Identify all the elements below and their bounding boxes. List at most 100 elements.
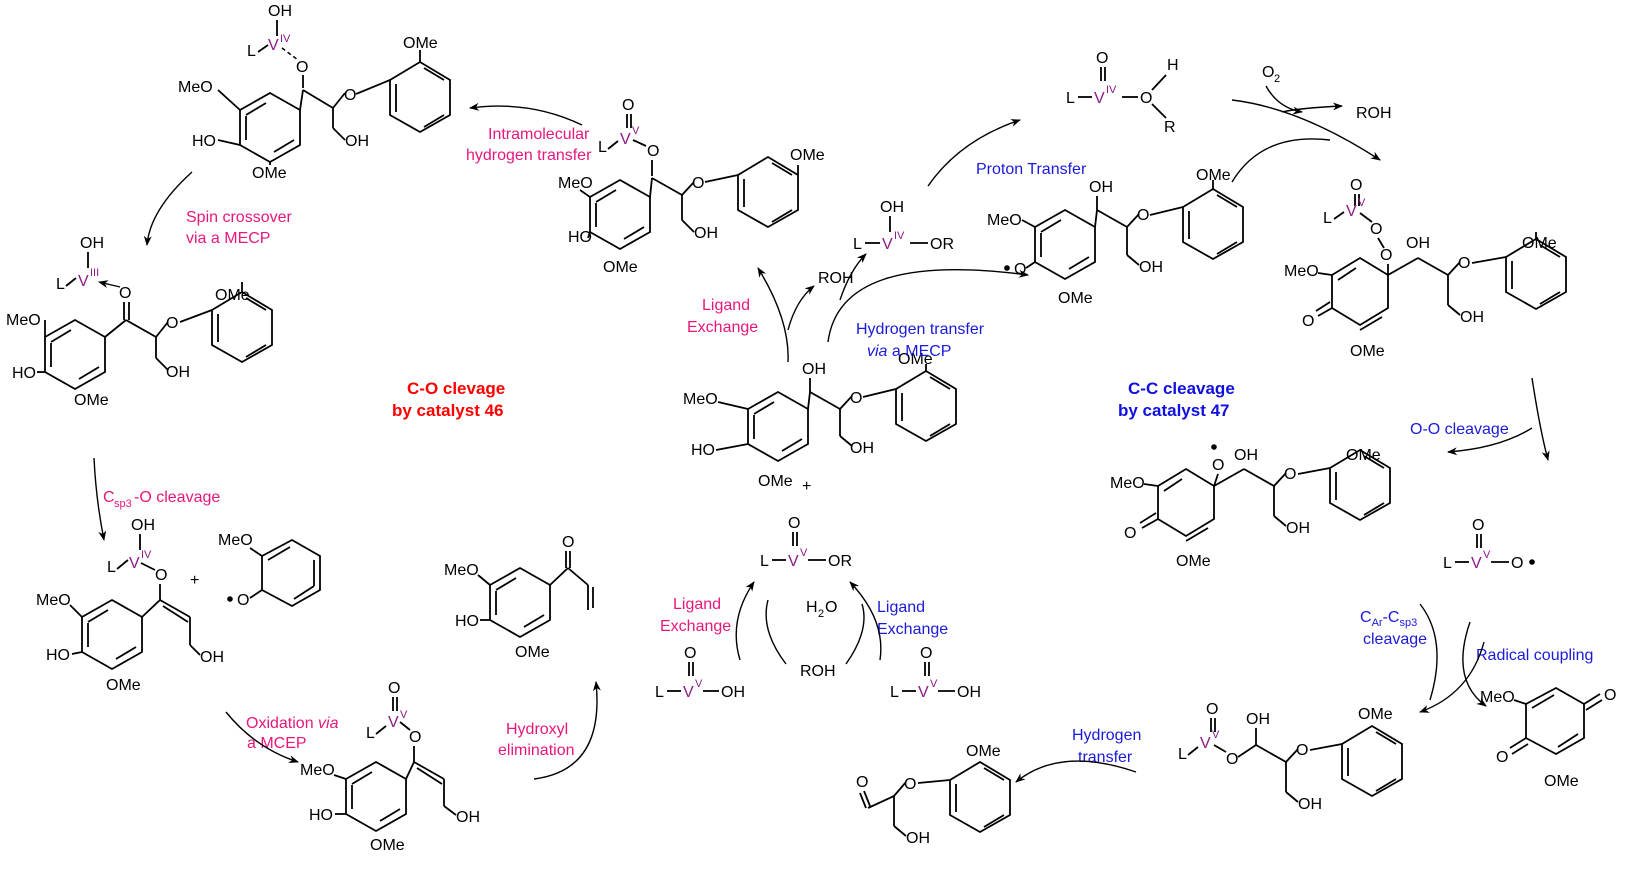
svg-text:O: O [684,645,696,662]
co-cleavage-catalyst: by catalyst 46 [392,401,504,420]
svg-text:OH: OH [1139,259,1163,276]
svg-text:O: O [1284,466,1296,483]
svg-text:O: O [920,645,932,662]
arrow-ligand-exchange-top [757,267,789,363]
svg-text:O: O [1014,261,1026,278]
svg-text:OMe: OMe [1058,290,1093,307]
structure-top-left: OH L V IV O O OH OMe MeO HO OMe [178,3,451,182]
svg-text:MeO: MeO [987,212,1022,229]
svg-text:O: O [1096,50,1108,67]
svg-text:O: O [1296,742,1308,759]
arrow-hydroxyl-elimination [533,681,601,780]
svg-text:L: L [366,725,375,742]
arrow-cycle-right [849,581,882,661]
svg-text:IV: IV [894,230,905,242]
svg-text:O: O [788,515,800,532]
svg-text:L: L [655,684,664,701]
svg-text:MeO: MeO [444,562,479,579]
arrow-roh-out [787,285,815,331]
svg-text:HO: HO [691,442,715,459]
arrow-spin-crossover [143,171,193,246]
step-label-car-csp3-cleavage: CAr-Csp3 cleavage [1360,609,1427,648]
svg-text:OH: OH [80,235,104,252]
svg-text:OH: OH [268,3,292,20]
step-label-oxidation: Oxidation via a MCEP [246,715,339,752]
svg-text:MeO: MeO [36,592,71,609]
svg-text:O: O [1350,177,1362,194]
svg-text:L: L [598,139,607,156]
svg-text:OMe: OMe [403,35,438,52]
svg-text:O: O [1140,90,1152,107]
reaction-arrows [93,85,1550,783]
svg-text:OMe: OMe [1346,447,1381,464]
svg-text:OR: OR [828,553,852,570]
arrow-radical-join [1231,138,1331,183]
structure-peroxo-dienone: O L V V O O O OH O OH OMe MeO OMe [1284,177,1567,360]
svg-text:R: R [1164,119,1176,136]
svg-text:elimination: elimination [498,742,574,759]
svg-text:L: L [247,43,256,60]
svg-text:O: O [296,59,308,76]
svg-text:O: O [1206,701,1218,718]
svg-text:MeO: MeO [6,312,41,329]
step-label-hydroxyl-elimination: Hydroxyl elimination [498,721,574,759]
svg-text:V: V [1200,735,1211,752]
step-label-ligand-exchange-blue: Ligand Exchange [877,599,948,638]
svg-text:a MCEP: a MCEP [247,735,307,752]
svg-text:ROH: ROH [1356,105,1392,122]
svg-text:HO: HO [455,613,479,630]
svg-text:MeO: MeO [683,391,718,408]
svg-text:Exchange: Exchange [660,618,731,635]
svg-text:L: L [890,684,899,701]
svg-text:V: V [129,555,140,572]
svg-text:O: O [1496,749,1508,766]
arrow-intramolecular [469,102,583,126]
catalyst-L-VV-OR: O L V V OR [760,515,852,570]
structure-vV-alkoxide: O L V V O O OH OMe MeO HO OMe [558,97,825,276]
step-label-ligand-exchange-pink: Ligand Exchange [660,596,731,635]
svg-text:O: O [1511,555,1523,572]
svg-text:OH: OH [1246,711,1270,728]
svg-text:O: O [166,315,178,332]
svg-text:cleavage: cleavage [1363,631,1427,648]
svg-text:IV: IV [280,33,291,45]
svg-text:Hydrogen: Hydrogen [1072,727,1141,744]
svg-text:O: O [1604,687,1616,704]
svg-text:Intramolecular: Intramolecular [488,126,590,143]
svg-text:V: V [620,131,631,148]
cc-cleavage-title: C-C cleavage [1128,379,1235,398]
svg-text:OMe: OMe [898,351,933,368]
step-label-csp3-o-cleavage: C sp3 -O cleavage [103,489,220,510]
guaiacol-radical: MeO O [218,532,321,609]
arrow-to-hemiacetal [1419,641,1485,713]
svg-text:OR: OR [930,236,954,253]
svg-text:Hydrogen transfer: Hydrogen transfer [856,321,985,338]
svg-text:OMe: OMe [74,392,109,409]
svg-text:OMe: OMe [758,473,793,490]
svg-text:OMe: OMe [603,259,638,276]
svg-text:OH: OH [1406,235,1430,252]
arrow-oo-branch [1447,427,1533,456]
svg-text:hydrogen transfer: hydrogen transfer [466,147,592,164]
structure-aldehyde-product: O O OH OMe [856,743,1011,847]
svg-text:OH: OH [721,684,745,701]
svg-text:HO: HO [12,365,36,382]
svg-text:L: L [1178,746,1187,763]
svg-text:IV: IV [141,549,152,561]
structure-vV-hemiacetal: O L V V O OH O OH OMe [1178,701,1403,813]
svg-text:O: O [647,143,659,160]
catalyst-L-VV-oxyl: O L V V O [1443,517,1535,572]
svg-text:MeO: MeO [218,532,253,549]
svg-text:L: L [1066,90,1075,107]
svg-text:O: O [904,776,916,793]
catalyst-L-VV-OH-left: O L V V OH [655,645,745,701]
svg-text:OH: OH [456,809,480,826]
svg-text:MeO: MeO [1110,475,1145,492]
structure-enone-product: O MeO HO OMe [444,534,594,661]
arrow-o2-in [1265,85,1303,115]
svg-text:O: O [155,567,167,584]
svg-text:L: L [853,236,862,253]
svg-text:HO: HO [192,133,216,150]
svg-text:CAr-Csp3: CAr-Csp3 [1360,609,1417,629]
